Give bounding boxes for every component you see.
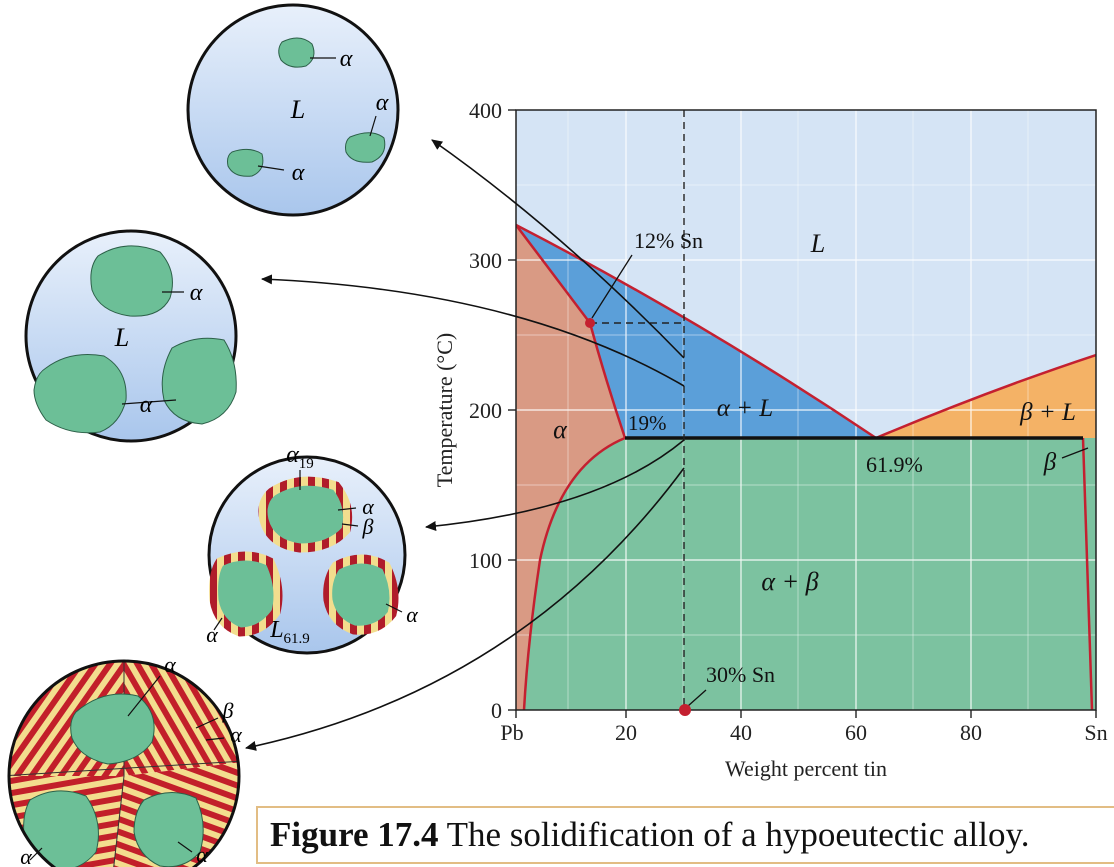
- circle-label-alpha-eutectic: α: [230, 722, 242, 747]
- annotation-30-sn: 30% Sn: [706, 662, 775, 687]
- x-tick-label: Pb: [500, 720, 523, 745]
- microstructure-circle-1: L α α α: [186, 3, 400, 217]
- region-label-alpha-liquid: α + L: [717, 395, 773, 422]
- figure-caption: Figure 17.4 The solidification of a hypo…: [256, 806, 1114, 864]
- alpha-grain: [70, 693, 155, 765]
- circle-label-alpha: α: [164, 652, 176, 677]
- connector-arrows: [245, 139, 685, 751]
- alpha-grain-with-eutectic-rim: [258, 476, 353, 553]
- region-label-liquid: L: [810, 229, 825, 258]
- circle-label-beta: β: [362, 514, 374, 539]
- axis-ticks: [508, 109, 1097, 718]
- alpha-grain-with-eutectic-rim: [323, 554, 399, 635]
- alpha-grain: [161, 337, 237, 425]
- circle-label-alpha: α: [206, 622, 218, 647]
- region-label-beta: β: [1043, 449, 1057, 476]
- beta-plus-liquid-region: [876, 355, 1096, 438]
- region-label-alpha-beta: α + β: [761, 567, 818, 596]
- circle-label-alpha: α: [376, 90, 389, 116]
- y-tick-label: 100: [469, 548, 502, 573]
- solvus-line-beta: [1081, 437, 1094, 710]
- alpha-grain: [90, 245, 173, 317]
- arrow-to-circle-1: [431, 139, 685, 359]
- circle-label-alpha: α: [20, 844, 32, 867]
- circle-label-alpha: α: [362, 494, 374, 519]
- liquidus-line-beta: [875, 353, 1096, 440]
- y-tick-label: 300: [469, 248, 502, 273]
- y-tick-labels: 400 300 200 100 0: [469, 98, 502, 723]
- alpha-grain-with-eutectic-rim: [209, 551, 283, 637]
- alpha-plus-beta-region: [524, 438, 1092, 710]
- alpha-grain: [33, 354, 127, 434]
- solvus-line-alpha: [522, 436, 626, 710]
- circle-label-liquid: L: [114, 323, 129, 352]
- y-tick-label: 400: [469, 98, 502, 123]
- liquidus-line-alpha: [516, 223, 877, 440]
- alpha-grain: [227, 148, 264, 177]
- y-tick-label: 0: [491, 698, 502, 723]
- annotation-12-sn: 12% Sn: [634, 228, 703, 253]
- circle-label-liquid-61-9: L61.9: [269, 617, 310, 647]
- annotation-30-leader: [687, 689, 707, 707]
- region-label-alpha: α: [553, 415, 568, 444]
- x-tick-label: 40: [730, 720, 752, 745]
- x-tick-label: 60: [845, 720, 867, 745]
- x-tick-labels: Pb 20 40 60 80 Sn: [500, 720, 1107, 745]
- microstructure-circle-3: α19 α β L61.9 α α: [206, 442, 418, 655]
- annotation-19: 19%: [628, 411, 667, 435]
- microstructure-circle-4: α β α α α: [7, 652, 242, 867]
- alpha-plus-liquid-region: [516, 225, 876, 438]
- y-axis-label: Temperature (°C): [432, 333, 457, 487]
- caption-text: The solidification of a hypoeutectic all…: [446, 815, 1030, 854]
- circle-label-alpha: α: [140, 392, 153, 418]
- x-tick-label: 20: [615, 720, 637, 745]
- circle-label-liquid: L: [290, 95, 305, 124]
- alpha-grain: [345, 132, 386, 163]
- circle-label-beta: β: [222, 698, 234, 723]
- circle-label-alpha: α: [196, 842, 208, 867]
- gridlines: [516, 110, 1096, 710]
- arrow-to-circle-2: [261, 274, 685, 387]
- beta-leader-line: [1061, 447, 1089, 459]
- annotation-61-9: 61.9%: [866, 452, 923, 477]
- y-tick-label: 200: [469, 398, 502, 423]
- caption-label: Figure 17.4: [270, 815, 439, 854]
- alpha-region: [516, 225, 625, 710]
- point-30-sn: [679, 704, 691, 716]
- microstructure-circle-2: L α α: [24, 229, 238, 443]
- x-axis-label: Weight percent tin: [725, 756, 887, 781]
- arrow-to-circle-3: [425, 439, 685, 532]
- point-12-sn: [585, 318, 595, 328]
- alpha-grain: [278, 37, 315, 68]
- phase-diagram-plot: [516, 110, 1096, 710]
- x-tick-label: Sn: [1084, 720, 1107, 745]
- arrow-to-circle-4: [245, 467, 685, 751]
- circle-label-alpha: α: [340, 46, 353, 72]
- x-tick-label: 80: [960, 720, 982, 745]
- circle-label-alpha: α: [292, 160, 305, 186]
- circle-label-alpha: α: [406, 602, 418, 627]
- circle-label-alpha: α: [190, 280, 203, 306]
- region-label-beta-liquid: β + L: [1019, 399, 1076, 426]
- circle-label-alpha-19: α19: [286, 442, 314, 472]
